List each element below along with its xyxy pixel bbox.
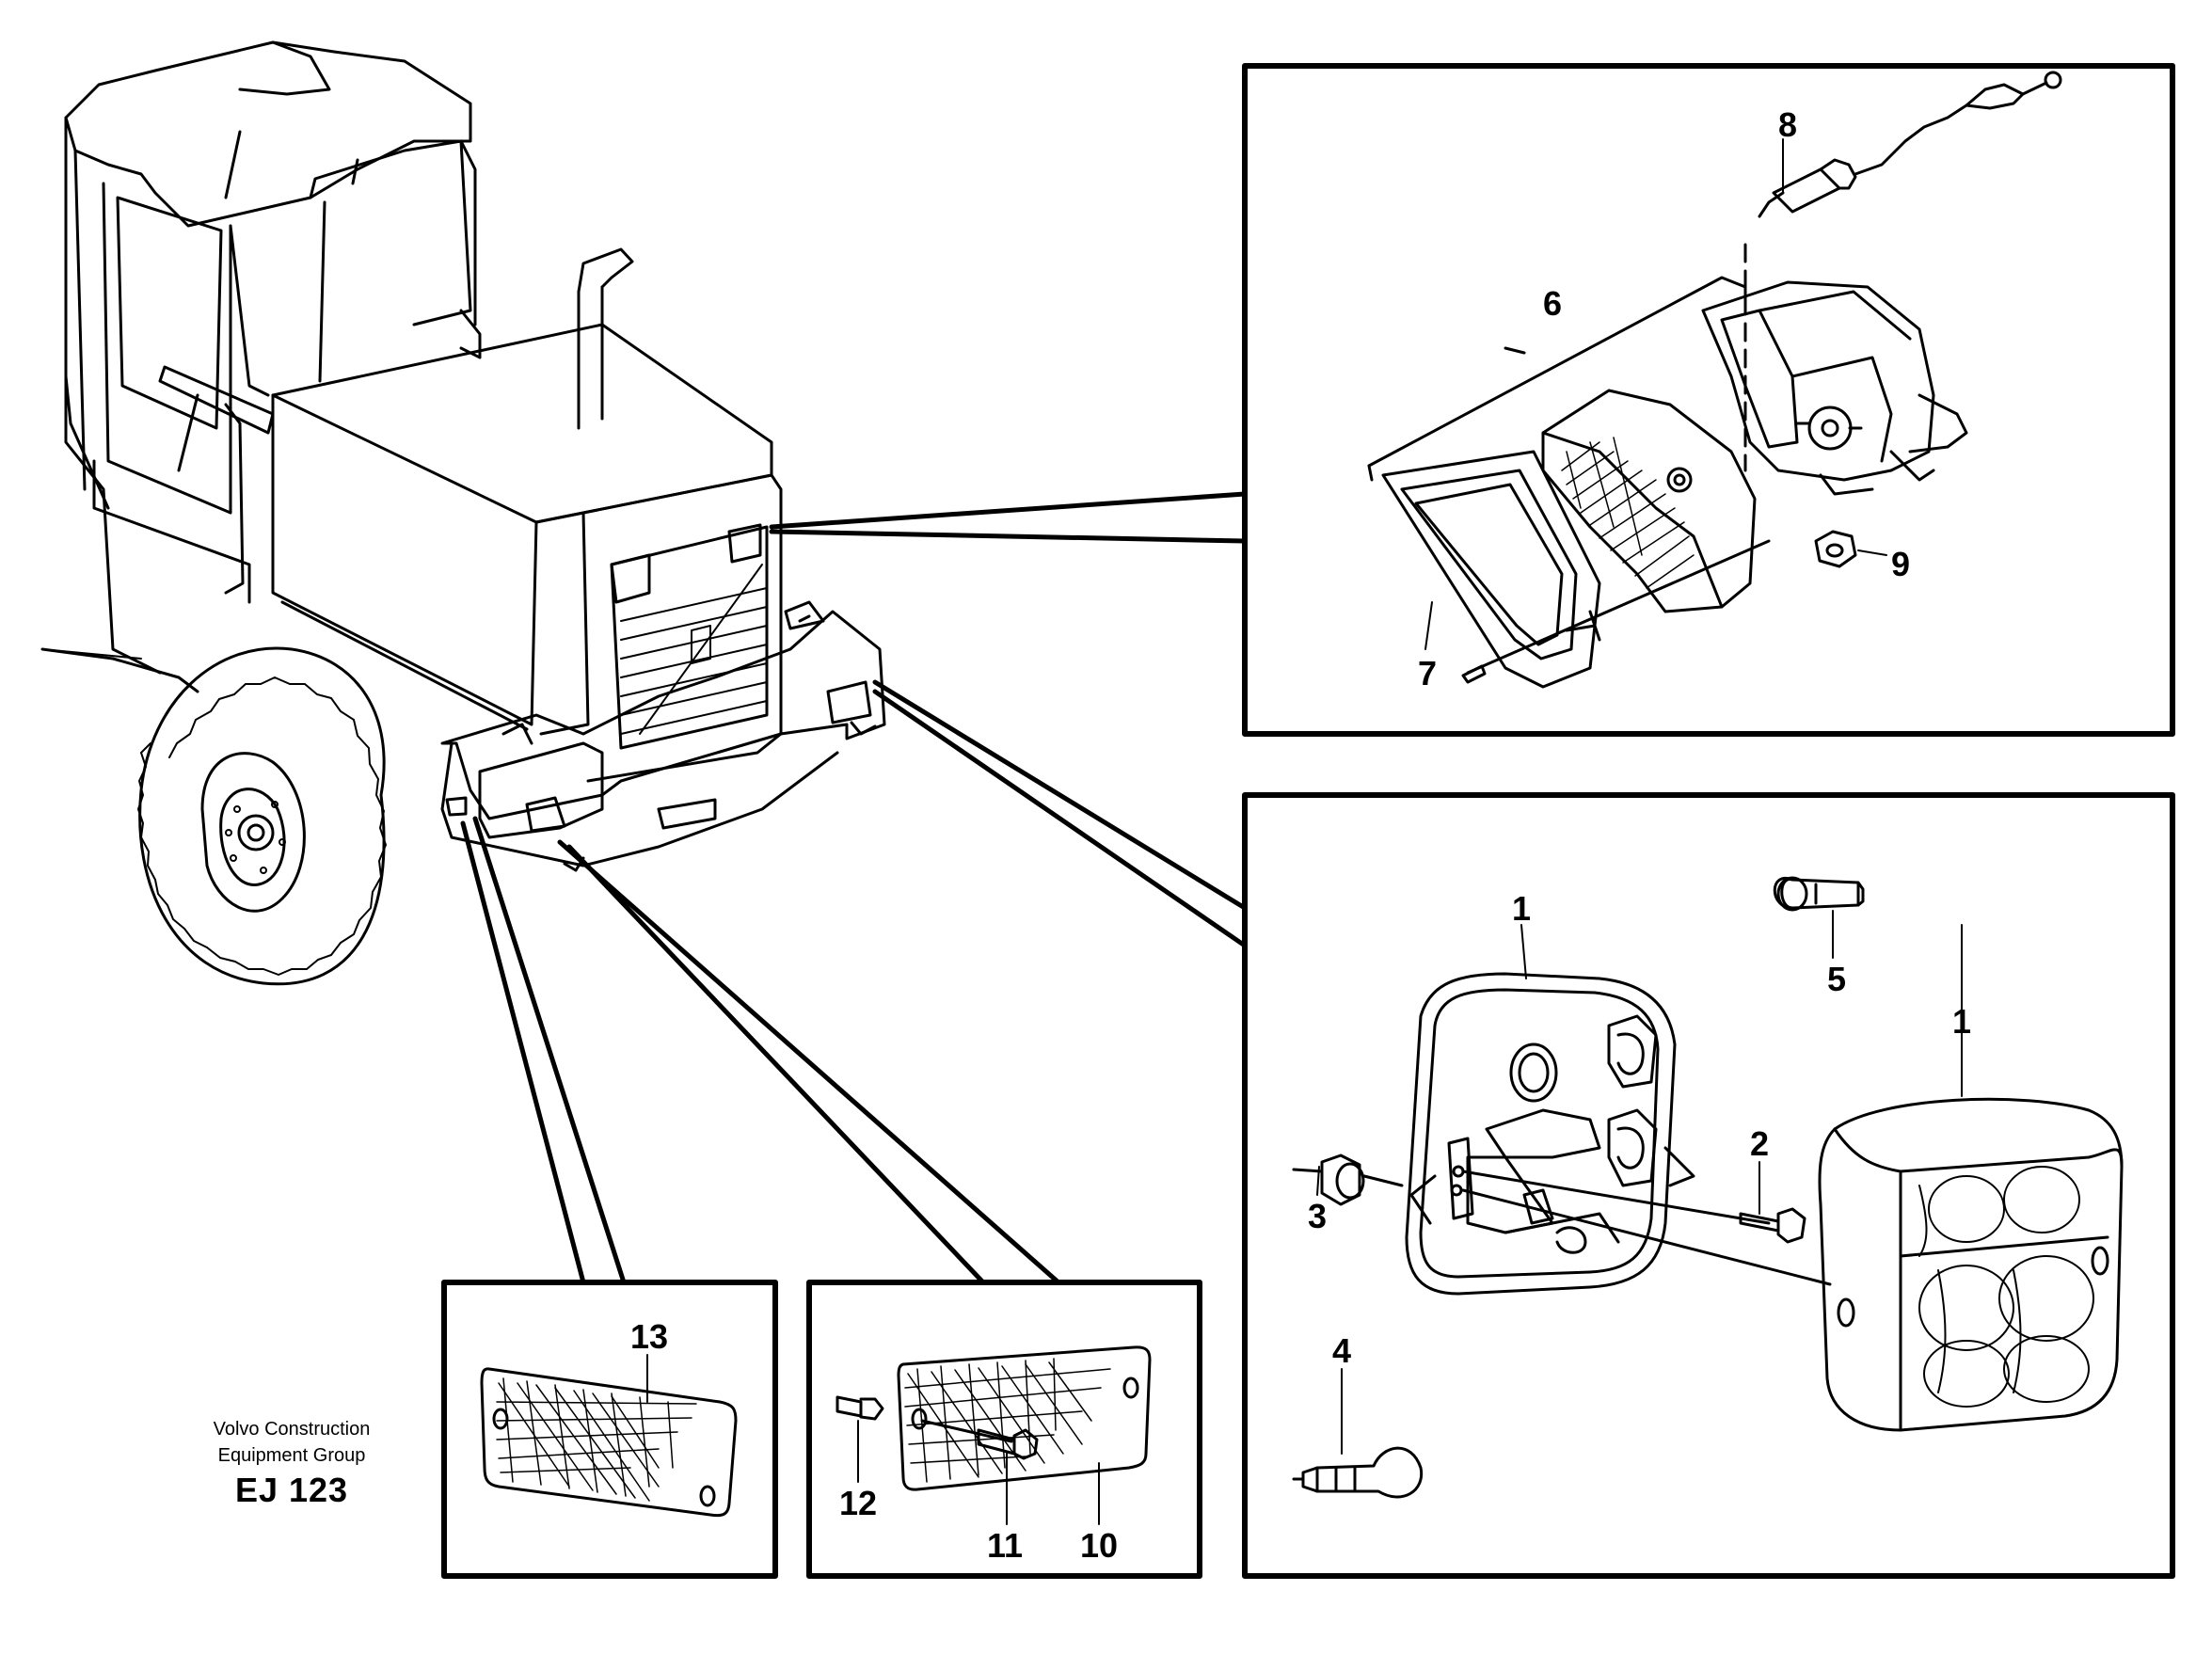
label-13: 13: [630, 1317, 668, 1356]
detail-box-worklight: [1242, 63, 2175, 737]
caption-company-line1: Volvo Construction: [213, 1419, 371, 1440]
label-1-housing: 1: [1512, 889, 1531, 928]
label-10: 10: [1080, 1526, 1118, 1565]
direction-light-exploded-view: [1292, 876, 2124, 1499]
detail-box-direction-light: [1242, 792, 2175, 1579]
label-2: 2: [1750, 1124, 1769, 1163]
callout-leaders: [460, 491, 1248, 1285]
label-11: 11: [987, 1526, 1023, 1565]
label-1-lens: 1: [1952, 1002, 1971, 1041]
reflector-13-grid: [496, 1377, 697, 1502]
label-8: 8: [1778, 105, 1797, 144]
label-6: 6: [1543, 284, 1562, 323]
reflector-13-view: [480, 1354, 738, 1518]
label-3: 3: [1308, 1197, 1327, 1235]
caption-company-line2: Equipment Group: [217, 1445, 366, 1466]
detail-box-reflector-10: [806, 1280, 1202, 1579]
worklight-exploded-view: [1367, 71, 2062, 689]
wheel-loader-illustration: [40, 40, 886, 986]
label-9: 9: [1891, 545, 1910, 583]
reflector-10-view: [835, 1345, 1152, 1525]
label-5: 5: [1827, 960, 1846, 998]
label-12: 12: [839, 1484, 877, 1522]
detail-box-reflector-13: [441, 1280, 778, 1579]
caption-figure-code: EJ 123: [234, 1471, 349, 1509]
label-4: 4: [1332, 1331, 1351, 1370]
label-7: 7: [1418, 654, 1437, 692]
